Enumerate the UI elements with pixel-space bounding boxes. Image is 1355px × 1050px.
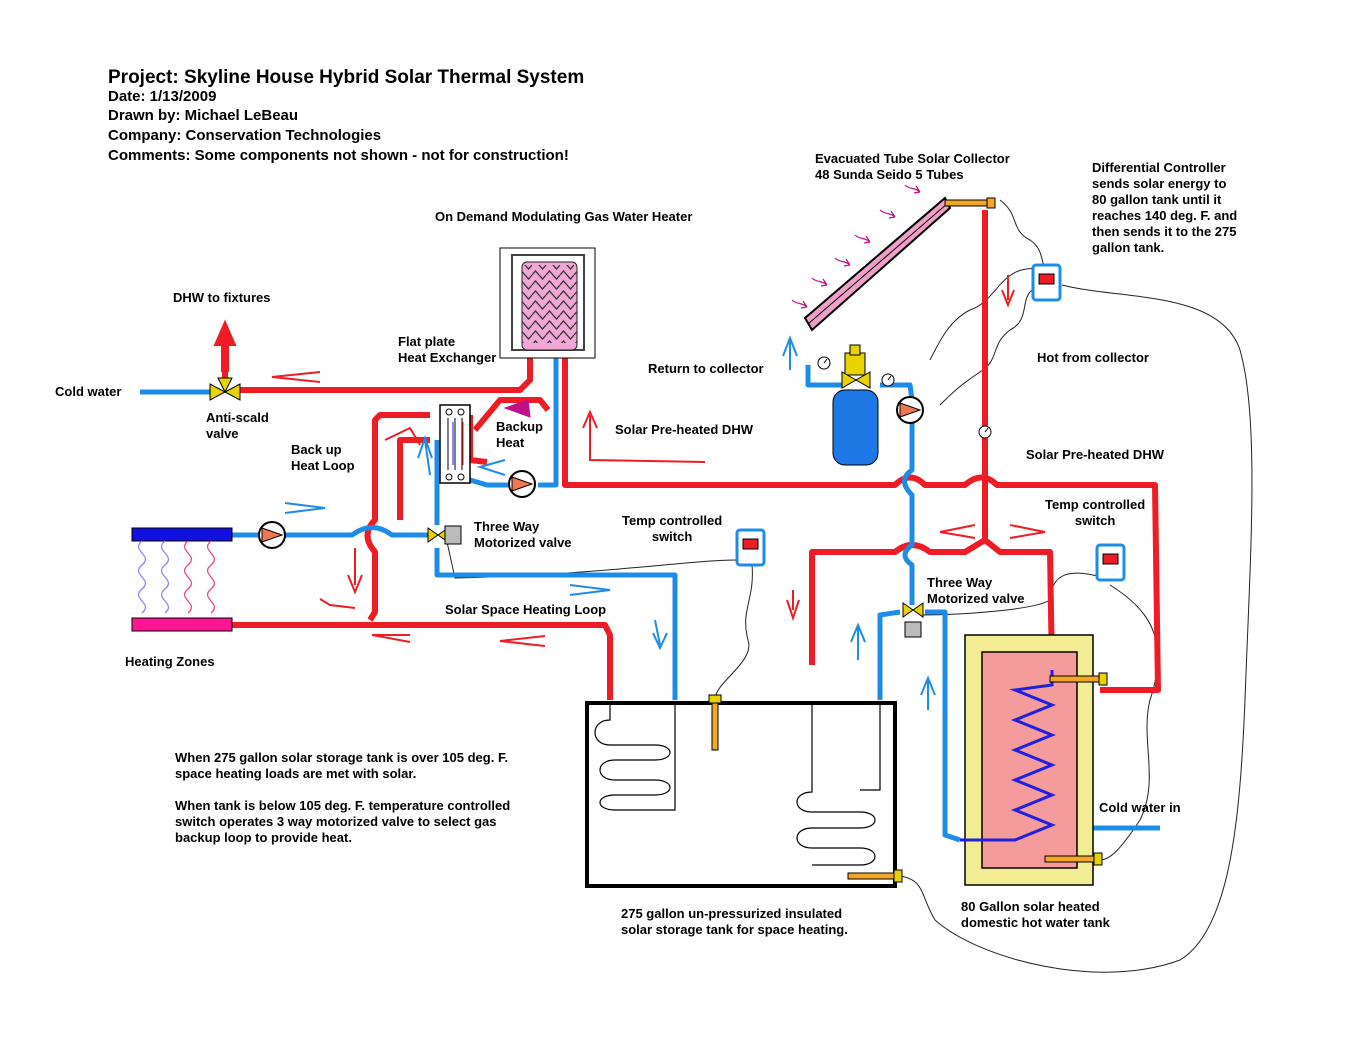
note-2: When tank is below 105 deg. F. temperatu…: [175, 798, 511, 845]
hot-piping: [222, 210, 1161, 700]
collector-label: Evacuated Tube Solar Collector 48 Sunda …: [815, 151, 1010, 182]
drawn-by-text: Drawn by: Michael LeBeau: [108, 107, 299, 124]
three-way-valve-label-2: Three Way Motorized valve: [927, 575, 1025, 606]
storage-tank-275: [585, 694, 903, 888]
company-text: Company: Conservation Technologies: [108, 127, 382, 144]
backup-heat-label: Backup Heat: [496, 419, 543, 450]
space-loop-label: Solar Space Heating Loop: [445, 602, 607, 617]
flow-arrows-blue: [284, 335, 936, 710]
flat-plate-heat-exchanger: [439, 404, 471, 484]
pumps: [258, 396, 924, 549]
anti-scald-valve: [209, 377, 241, 401]
controller-label: Differential Controller sends solar ener…: [1092, 160, 1238, 255]
three-way-valves: [427, 525, 924, 638]
control-wires: [446, 199, 1253, 973]
gas-heater-label: On Demand Modulating Gas Water Heater: [435, 209, 693, 224]
cold-water-label: Cold water: [55, 384, 122, 399]
cold-water-in-label: Cold water in: [1099, 800, 1181, 815]
tank-275-label: 275 gallon un-pressurized insulated sola…: [621, 906, 848, 937]
expansion-tank: [832, 344, 879, 466]
tank-80-label: 80 Gallon solar heated domestic hot wate…: [961, 899, 1110, 930]
flow-arrows-magenta: [503, 399, 531, 418]
note-1: When 275 gallon solar storage tank is ov…: [175, 750, 509, 781]
dhw-fixtures-label: DHW to fixtures: [173, 290, 271, 305]
temp-switch-label-2: Temp controlled switch: [1045, 497, 1146, 528]
date-text: Date: 1/13/2009: [108, 88, 217, 105]
return-collector-label: Return to collector: [648, 361, 764, 376]
anti-scald-label: Anti-scald valve: [206, 410, 269, 441]
solar-preheated-label-2: Solar Pre-heated DHW: [1026, 447, 1164, 462]
heating-zones-label: Heating Zones: [125, 654, 215, 669]
heating-zones: [131, 527, 233, 632]
temp-switch-label-1: Temp controlled switch: [622, 513, 723, 544]
sun-rays: [791, 184, 921, 309]
project-title: Project: Skyline House Hybrid Solar Ther…: [108, 67, 585, 88]
cold-piping: [140, 355, 1160, 843]
gas-water-heater: [499, 247, 596, 359]
comments-text: Comments: Some components not shown - no…: [108, 147, 569, 164]
dhw-tank-80: [960, 634, 1108, 886]
temp-switches: [735, 263, 1126, 582]
solar-preheated-label-1: Solar Pre-heated DHW: [615, 422, 753, 437]
flow-arrows-red: [213, 275, 1046, 647]
solar-collector: [803, 196, 996, 332]
hot-collector-label: Hot from collector: [1037, 350, 1149, 365]
gauges: [817, 356, 992, 439]
flat-plate-label: Flat plate Heat Exchanger: [398, 334, 497, 365]
three-way-valve-label-1: Three Way Motorized valve: [474, 519, 572, 550]
backup-loop-label: Back up Heat Loop: [291, 442, 355, 473]
